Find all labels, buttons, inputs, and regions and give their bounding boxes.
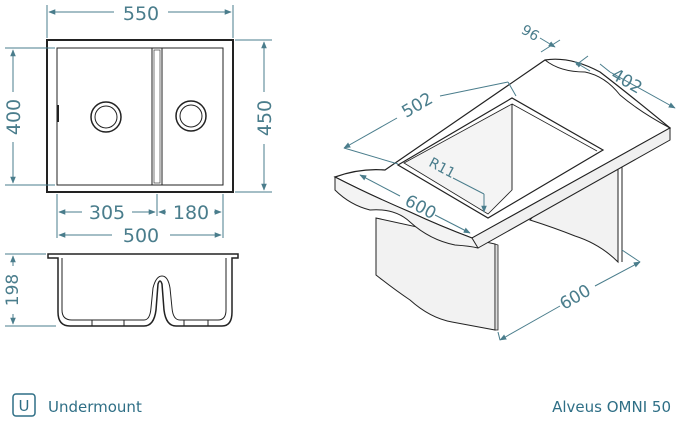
left-drain-inner [94,105,118,129]
right-drain-outer [175,100,207,132]
dim-450: 450 [254,100,276,136]
dim-96: 96 [518,22,542,45]
bowl-divider-inner [153,49,161,184]
countertop-front-edge [334,176,479,249]
undermount-icon [12,393,36,417]
footer: U Undermount Alveus OMNI 50 [12,393,671,417]
dim-550: 550 [123,3,159,25]
top-view: 550 400 450 305 180 500 [3,3,276,247]
mount-type-label: Undermount [48,398,142,416]
isometric-view: 96 402 502 R11 600 600 [333,22,676,341]
sink-inner-outline [56,47,224,186]
dim-180: 180 [173,202,209,224]
sink-outer-outline [46,39,234,193]
left-drain-outer [90,101,122,133]
sink-profile-inner [61,258,227,321]
dim-198: 198 [3,274,23,306]
dim-400: 400 [3,99,25,135]
dim-502: 502 [398,89,436,123]
product-name: Alveus OMNI 50 [552,398,671,416]
countertop-side-edge [471,127,671,249]
undermount-icon-letter: U [19,397,30,415]
bowl-divider [151,47,163,186]
dim-500: 500 [123,225,159,247]
side-view: 198 [3,253,239,327]
dim-600-bottom: 600 [556,281,594,315]
sink-profile-outer [47,253,239,327]
dim-305: 305 [89,202,125,224]
right-drain-inner [179,104,203,128]
